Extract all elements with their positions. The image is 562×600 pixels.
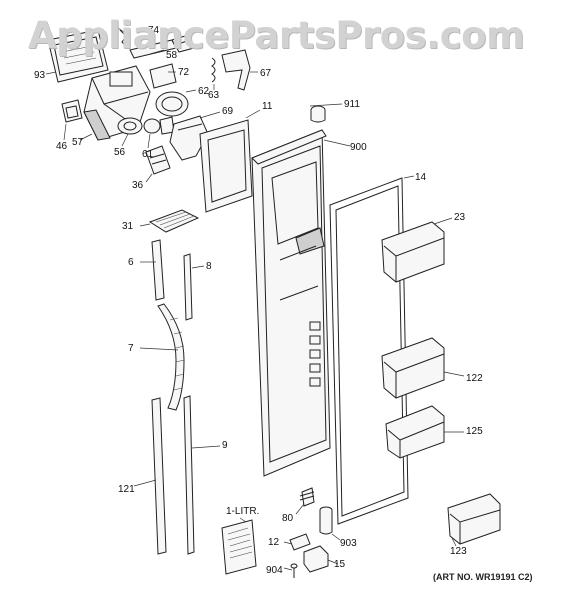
label-69: 69 — [222, 106, 234, 117]
label-61: 61 — [142, 149, 154, 160]
part-121-trim[interactable] — [151, 397, 167, 555]
label-911: 911 — [344, 99, 360, 110]
part-6-trim[interactable] — [151, 239, 165, 301]
label-36: 36 — [132, 180, 144, 191]
label-121: 121 — [118, 484, 135, 495]
label-62: 62 — [198, 86, 210, 97]
part-31-grille[interactable] — [148, 209, 200, 233]
part-9-strip[interactable] — [183, 395, 195, 555]
part-1-litr-manual[interactable] — [221, 519, 257, 575]
label-72: 72 — [178, 67, 190, 78]
part-74-clip[interactable] — [119, 29, 129, 49]
part-56-coupler[interactable] — [117, 117, 143, 135]
label-904: 904 — [266, 565, 283, 576]
part-125-bin[interactable] — [385, 405, 445, 459]
part-123-bin[interactable] — [447, 493, 501, 545]
part-69-chute[interactable] — [169, 115, 209, 161]
label-80: 80 — [282, 513, 294, 524]
label-46: 46 — [56, 141, 68, 152]
label-56: 56 — [114, 147, 126, 158]
label-67: 67 — [260, 68, 272, 79]
label-58: 58 — [166, 50, 178, 61]
label-23: 23 — [454, 212, 466, 223]
part-7-handle[interactable] — [157, 303, 185, 411]
label-900: 900 — [350, 142, 367, 153]
part-80-fitting[interactable] — [299, 487, 315, 507]
label-14: 14 — [415, 172, 427, 183]
label-1-litr: 1-LITR. — [226, 506, 260, 517]
label-903: 903 — [340, 538, 357, 549]
part-61-solenoid[interactable] — [143, 116, 175, 135]
part-122-bin[interactable] — [381, 337, 445, 399]
part-900-door[interactable] — [251, 129, 331, 477]
leader-lines — [45, 27, 465, 571]
label-11: 11 — [262, 101, 273, 112]
part-11-frame[interactable] — [199, 119, 253, 213]
label-12: 12 — [268, 537, 280, 548]
part-small-bracket[interactable] — [174, 39, 195, 53]
part-911-cap[interactable] — [310, 105, 326, 123]
label-74: 74 — [148, 25, 160, 36]
label-122: 122 — [466, 373, 483, 384]
label-123: 123 — [450, 546, 467, 557]
part-67-bracket[interactable] — [221, 49, 251, 91]
label-9: 9 — [222, 440, 228, 451]
label-6: 6 — [128, 257, 134, 268]
label-57: 57 — [72, 137, 84, 148]
part-903-tube[interactable] — [319, 506, 333, 535]
label-93: 93 — [34, 70, 46, 81]
part-904-screw[interactable] — [290, 563, 298, 578]
part-46-cover[interactable] — [61, 99, 83, 123]
part-15-cover[interactable] — [303, 545, 329, 573]
label-8: 8 — [206, 261, 212, 272]
part-72-switch[interactable] — [149, 63, 177, 89]
part-93-control-panel[interactable] — [47, 29, 109, 83]
part-63-spring[interactable] — [211, 57, 216, 83]
part-8-strip[interactable] — [183, 253, 193, 321]
part-12-clip[interactable] — [289, 533, 311, 551]
part-14-gasket[interactable] — [329, 177, 409, 525]
label-15: 15 — [334, 559, 346, 570]
label-31: 31 — [122, 221, 134, 232]
part-62-ring[interactable] — [155, 91, 189, 117]
label-7: 7 — [128, 343, 134, 354]
label-63: 63 — [208, 90, 220, 101]
label-125: 125 — [466, 426, 483, 437]
art-number: (ART NO. WR19191 C2) — [433, 572, 533, 582]
part-36-actuator[interactable] — [145, 145, 171, 175]
part-23-bin[interactable] — [381, 221, 445, 283]
